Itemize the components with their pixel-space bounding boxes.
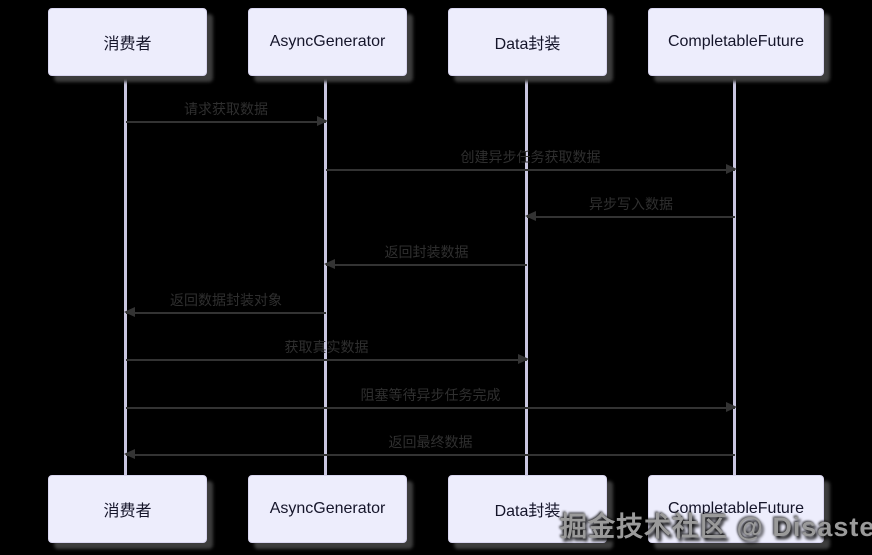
actor-top-completablefuture: CompletableFuture	[648, 8, 824, 76]
message-4: 返回封装数据	[324, 243, 527, 269]
arrowhead-left-icon	[124, 307, 135, 317]
actor-label: Data封装	[494, 503, 561, 520]
actor-label: 消费者	[103, 503, 152, 520]
message-8: 返回最终数据	[124, 433, 735, 459]
arrowhead-right-icon	[726, 402, 737, 412]
message-1: 请求获取数据	[126, 100, 328, 126]
message-7: 阻塞等待异步任务完成	[126, 386, 737, 412]
actor-label: 消费者	[103, 36, 152, 53]
actor-bottom-consumer: 消费者	[48, 475, 207, 543]
message-6: 获取真实数据	[126, 338, 529, 364]
message-label: 返回封装数据	[384, 244, 469, 260]
actor-bottom-completablefuture: CompletableFuture	[648, 475, 824, 543]
message-label: 返回数据封装对象	[170, 292, 282, 308]
actor-label: AsyncGenerator	[269, 500, 386, 517]
actor-label: AsyncGenerator	[269, 33, 386, 50]
message-3: 异步写入数据	[525, 195, 735, 221]
arrowhead-right-icon	[317, 116, 328, 126]
message-line	[527, 216, 735, 218]
message-label: 阻塞等待异步任务完成	[360, 387, 501, 403]
message-label: 请求获取数据	[184, 101, 268, 117]
actor-label: Data封装	[494, 36, 561, 53]
actor-label: CompletableFuture	[667, 500, 805, 517]
actor-label: CompletableFuture	[667, 33, 805, 50]
message-label: 异步写入数据	[589, 196, 673, 212]
actor-top-asyncgenerator: AsyncGenerator	[248, 8, 407, 76]
lifeline-data-wrapper	[525, 76, 528, 475]
message-5: 返回数据封装对象	[124, 291, 326, 317]
message-line	[126, 454, 735, 456]
arrowhead-left-icon	[124, 449, 135, 459]
watermark-text: 掘金技术社区 @ Disaster	[560, 512, 872, 542]
arrowhead-right-icon	[518, 354, 529, 364]
message-label: 获取真实数据	[284, 339, 369, 355]
message-line	[126, 359, 527, 361]
actor-bottom-data-wrapper: Data封装	[448, 475, 607, 543]
message-line	[126, 312, 326, 314]
message-line	[326, 169, 735, 171]
arrowhead-left-icon	[324, 259, 335, 269]
arrowhead-left-icon	[525, 211, 536, 221]
message-line	[126, 407, 735, 409]
actor-top-data-wrapper: Data封装	[448, 8, 607, 76]
message-line	[326, 264, 527, 266]
message-line	[126, 121, 326, 123]
message-2: 创建异步任务获取数据	[326, 148, 737, 174]
actor-bottom-asyncgenerator: AsyncGenerator	[248, 475, 407, 543]
message-label: 返回最终数据	[388, 434, 473, 450]
arrowhead-right-icon	[726, 164, 737, 174]
actor-top-consumer: 消费者	[48, 8, 207, 76]
lifeline-consumer	[124, 76, 127, 475]
message-label: 创建异步任务获取数据	[460, 149, 601, 165]
lifeline-completablefuture	[733, 76, 736, 475]
lifeline-asyncgenerator	[324, 76, 327, 475]
